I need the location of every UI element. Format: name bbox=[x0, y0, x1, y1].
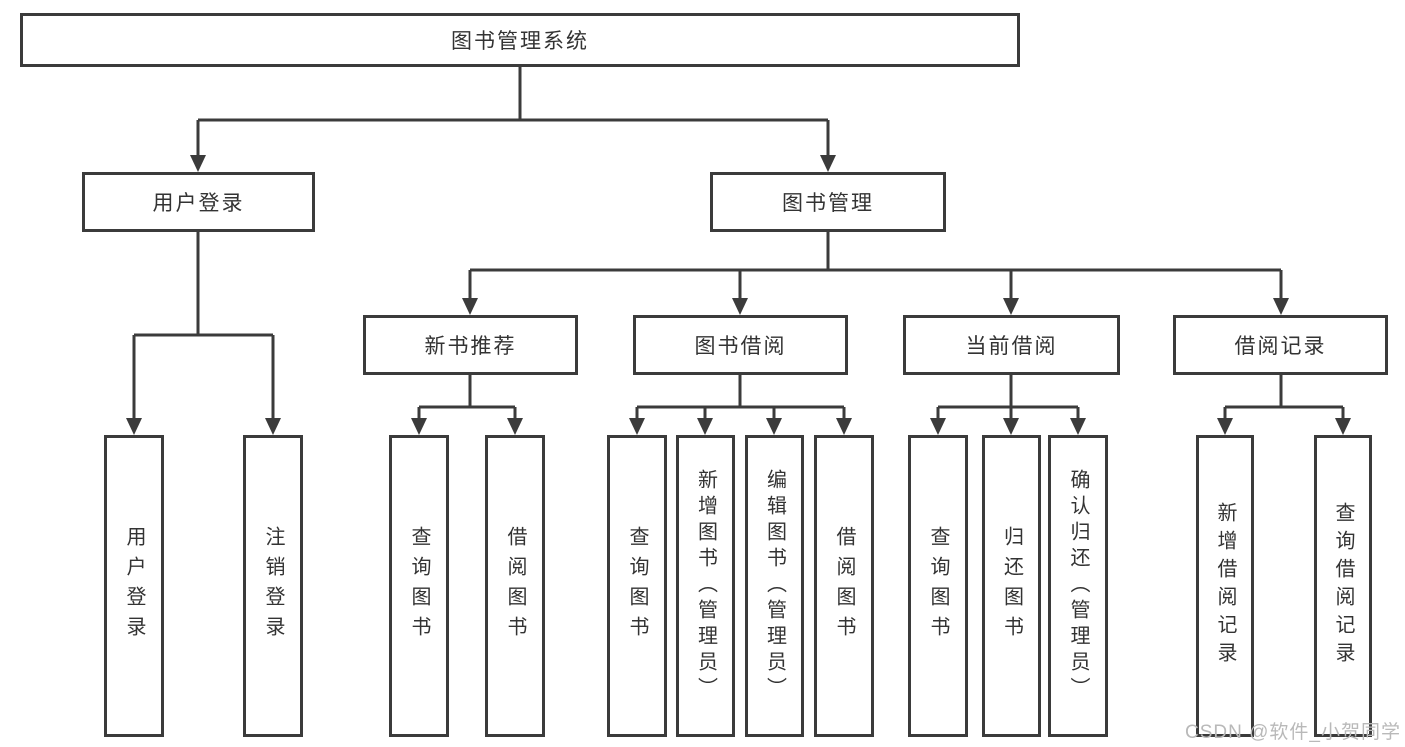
arrow-down-icon bbox=[766, 418, 782, 435]
leaf-borrow-query-book: 查询图书 bbox=[607, 435, 667, 737]
arrow-down-icon bbox=[697, 418, 713, 435]
connector-root-to-level2 bbox=[196, 67, 830, 158]
leaf-user-login-label: 用户登录 bbox=[123, 526, 145, 646]
arrow-down-icon bbox=[265, 418, 281, 435]
leaf-current-query-book-label: 查询图书 bbox=[927, 526, 949, 646]
arrow-down-icon bbox=[629, 418, 645, 435]
leaf-query-borrow-record-label: 查询借阅记录 bbox=[1332, 502, 1354, 670]
arrowheads bbox=[126, 155, 1351, 435]
arrow-down-icon bbox=[507, 418, 523, 435]
node-borrow-record-label: 借阅记录 bbox=[1234, 335, 1327, 358]
leaf-return-book: 归还图书 bbox=[982, 435, 1041, 737]
leaf-newrec-borrow-book: 借阅图书 bbox=[485, 435, 545, 737]
arrow-down-icon bbox=[930, 418, 946, 435]
watermark-text: CSDN @软件_小贺同学 bbox=[1185, 722, 1401, 743]
leaf-edit-book-admin-label: 编辑图书（管理员） bbox=[763, 469, 786, 703]
arrow-down-icon bbox=[1217, 418, 1233, 435]
arrow-down-icon bbox=[820, 155, 836, 172]
leaf-logout: 注销登录 bbox=[243, 435, 303, 737]
arrow-down-icon bbox=[411, 418, 427, 435]
leaf-newrec-borrow-book-label: 借阅图书 bbox=[504, 526, 526, 646]
arrow-down-icon bbox=[1335, 418, 1351, 435]
arrow-down-icon bbox=[1273, 298, 1289, 315]
connector-user-login-children bbox=[132, 232, 275, 421]
node-new-book-recommend: 新书推荐 bbox=[363, 315, 578, 375]
leaf-borrow-book-label: 借阅图书 bbox=[833, 526, 855, 646]
leaf-logout-label: 注销登录 bbox=[262, 526, 284, 646]
connector-current-borrow-children bbox=[936, 375, 1080, 421]
node-borrow-record: 借阅记录 bbox=[1173, 315, 1388, 375]
connector-new-book-rec-children bbox=[417, 375, 517, 421]
leaf-edit-book-admin: 编辑图书（管理员） bbox=[745, 435, 804, 737]
connector-book-borrow-children bbox=[635, 375, 846, 421]
leaf-return-book-label: 归还图书 bbox=[1000, 526, 1023, 646]
node-book-management: 图书管理 bbox=[710, 172, 946, 232]
leaf-borrow-book: 借阅图书 bbox=[814, 435, 874, 737]
node-current-borrow-label: 当前借阅 bbox=[965, 335, 1058, 358]
leaf-add-book-admin-label: 新增图书（管理员） bbox=[694, 469, 717, 703]
leaf-query-borrow-record: 查询借阅记录 bbox=[1314, 435, 1372, 737]
arrow-down-icon bbox=[1070, 418, 1086, 435]
leaf-newrec-query-book: 查询图书 bbox=[389, 435, 449, 737]
arrow-down-icon bbox=[836, 418, 852, 435]
connector-borrow-record-children bbox=[1223, 375, 1345, 421]
arrow-down-icon bbox=[462, 298, 478, 315]
node-book-borrow: 图书借阅 bbox=[633, 315, 848, 375]
node-root-system-label: 图书管理系统 bbox=[451, 30, 589, 53]
arrow-down-icon bbox=[1003, 418, 1019, 435]
leaf-confirm-return-admin-label: 确认归还（管理员） bbox=[1067, 469, 1089, 703]
arrow-down-icon bbox=[732, 298, 748, 315]
connector-book-mgmt-children bbox=[468, 232, 1283, 301]
leaf-current-query-book: 查询图书 bbox=[908, 435, 968, 737]
arrow-down-icon bbox=[126, 418, 142, 435]
leaf-add-book-admin: 新增图书（管理员） bbox=[676, 435, 735, 737]
node-user-login: 用户登录 bbox=[82, 172, 315, 232]
leaf-add-borrow-record-label: 新增借阅记录 bbox=[1214, 502, 1236, 670]
arrow-down-icon bbox=[1003, 298, 1019, 315]
node-current-borrow: 当前借阅 bbox=[903, 315, 1120, 375]
leaf-user-login: 用户登录 bbox=[104, 435, 164, 737]
leaf-add-borrow-record: 新增借阅记录 bbox=[1196, 435, 1254, 737]
node-root-system: 图书管理系统 bbox=[20, 13, 1020, 67]
node-user-login-label: 用户登录 bbox=[152, 192, 245, 215]
node-new-book-recommend-label: 新书推荐 bbox=[424, 335, 517, 358]
leaf-newrec-query-book-label: 查询图书 bbox=[408, 526, 430, 646]
node-book-management-label: 图书管理 bbox=[782, 192, 874, 215]
arrow-down-icon bbox=[190, 155, 206, 172]
leaf-confirm-return-admin: 确认归还（管理员） bbox=[1048, 435, 1108, 737]
node-book-borrow-label: 图书借阅 bbox=[694, 335, 787, 358]
leaf-borrow-query-book-label: 查询图书 bbox=[626, 526, 648, 646]
